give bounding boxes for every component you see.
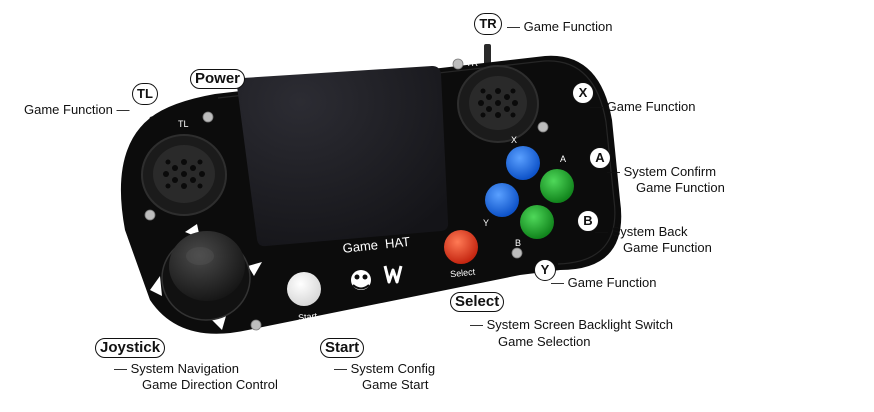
- silk-x: X: [511, 135, 517, 145]
- speaker-left: [141, 134, 227, 216]
- callout-b-badge: B: [577, 210, 599, 232]
- callout-start-desc1: — System Config: [334, 361, 436, 376]
- callout-a-badge: A: [589, 147, 611, 169]
- callout-a-desc1: — System Confirm: [607, 164, 717, 179]
- callout-start-desc2: Game Start: [362, 377, 429, 392]
- callout-tr-badge: TR: [474, 13, 502, 35]
- callout-y-desc: — Game Function: [551, 275, 657, 290]
- callout-select-badge: Select: [450, 292, 505, 312]
- button-select[interactable]: [444, 230, 478, 264]
- button-start[interactable]: [287, 272, 321, 306]
- silk-tr: TR: [466, 58, 478, 68]
- lcd-screen: [236, 66, 449, 247]
- silk-start: Start: [298, 311, 318, 323]
- silk-brand: Game HAT: [342, 234, 411, 256]
- silk-tl: TL: [178, 119, 189, 129]
- waveshare-logo: [351, 265, 403, 290]
- callout-joystick-desc1: — System Navigation: [114, 361, 239, 376]
- callout-x-badge: X: [572, 82, 594, 104]
- callout-tl-badge: TL: [132, 83, 158, 105]
- callout-b-desc2: Game Function: [623, 240, 712, 255]
- mounting-screws: [144, 58, 549, 331]
- speaker-right: [457, 65, 539, 143]
- silk-b: B: [515, 238, 521, 248]
- callout-y-badge: Y: [534, 259, 556, 281]
- callout-b-desc1: — System Back: [595, 224, 688, 239]
- button-b[interactable]: [520, 205, 554, 239]
- silk-y: Y: [483, 218, 489, 228]
- trigger-tr[interactable]: [484, 44, 491, 66]
- callout-select-desc2: Game Selection: [498, 334, 591, 349]
- callout-a-desc2: Game Function: [636, 180, 725, 195]
- silk-select: Select: [450, 267, 476, 280]
- callout-joystick-badge: Joystick: [95, 338, 166, 358]
- callout-joystick-desc2: Game Direction Control: [142, 377, 278, 392]
- callout-tr-desc: — Game Function: [507, 19, 613, 34]
- callout-power-badge: Power: [190, 69, 246, 89]
- silk-a: A: [560, 154, 566, 164]
- callout-tl-desc: Game Function —: [24, 102, 130, 117]
- button-a[interactable]: [540, 169, 574, 203]
- callout-start-badge: Start: [320, 338, 365, 358]
- callout-x-desc: — Game Function: [590, 99, 696, 114]
- joystick[interactable]: [150, 224, 262, 330]
- callout-select-desc1: — System Screen Backlight Switch: [470, 317, 674, 332]
- button-y[interactable]: [485, 183, 519, 217]
- button-x[interactable]: [506, 146, 540, 180]
